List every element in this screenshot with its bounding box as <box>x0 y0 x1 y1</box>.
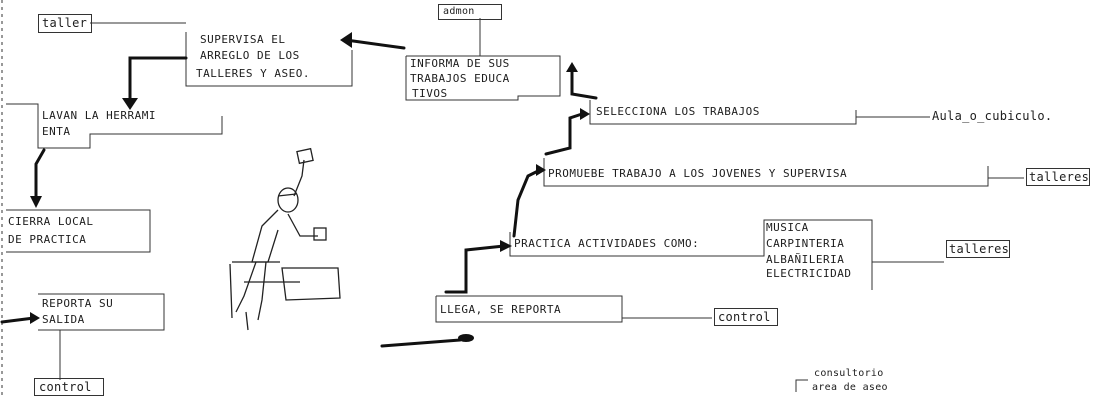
lavan-line-2: ENTA <box>42 125 71 138</box>
informa-line-3: TIVOS <box>412 87 448 100</box>
arrowhead-practica <box>500 240 512 252</box>
control-tag-2-label: control <box>39 380 92 394</box>
arrowhead-reporta <box>30 312 40 324</box>
arrow-promueve-selecciona <box>544 112 584 156</box>
taller-tag: taller <box>38 14 92 33</box>
promueve-label: PROMUEBE TRABAJO A LOS JOVENES Y SUPERVI… <box>548 167 848 180</box>
arrowhead-cierra <box>30 196 42 208</box>
practica-label: PRACTICA ACTIVIDADES COMO: <box>514 237 700 250</box>
lavan-box-outline <box>6 103 223 149</box>
arrow-llega-practica <box>444 244 506 294</box>
llega-box-outline <box>435 295 623 323</box>
admon-tag: admon <box>438 4 502 20</box>
area-aseo-label: area de aseo <box>812 382 888 393</box>
consultorio-label: consultorio <box>814 368 884 379</box>
talleres-tag-2-label: talleres <box>949 242 1010 256</box>
arrow-informa-supervisa <box>344 38 406 50</box>
reporta-line-2: SALIDA <box>42 313 85 326</box>
cierra-line-1: CIERRA LOCAL <box>8 215 94 228</box>
llega-label: LLEGA, SE REPORTA <box>440 303 562 316</box>
admon-tag-label: admon <box>443 6 475 17</box>
taller-tag-label: taller <box>42 16 88 30</box>
arrow-into-reporta <box>0 316 36 324</box>
activity-musica: MUSICA <box>766 221 809 234</box>
arrowhead-informa <box>566 62 578 72</box>
informa-line-2: TRABAJOS EDUCA <box>410 72 510 85</box>
supervisa-line-1: SUPERVISA EL <box>200 33 286 46</box>
arrow-practica-promueve <box>512 168 542 238</box>
practica-box-outline <box>509 219 873 290</box>
arrow-selecciona-informa <box>570 68 598 100</box>
informa-line-1: INFORMA DE SUS <box>410 57 510 70</box>
cierra-box-outline <box>6 209 151 253</box>
supervisa-line-3: TALLERES Y ASEO. <box>196 67 310 80</box>
control-tag-1: control <box>714 308 778 326</box>
activity-electricidad: ELECTRICIDAD <box>766 267 852 280</box>
lavan-line-1: LAVAN LA HERRAMI <box>42 109 156 122</box>
supervisa-line-2: ARREGLO DE LOS <box>200 49 300 62</box>
control-tag-1-label: control <box>718 310 771 324</box>
promueve-box-outline <box>543 158 989 187</box>
activity-carpinteria: CARPINTERIA <box>766 237 845 250</box>
reporta-box-outline <box>38 293 165 331</box>
arrowhead-supervisa <box>340 32 352 48</box>
talleres-tag-1-label: talleres <box>1029 170 1090 184</box>
cierra-line-2: DE PRACTICA <box>8 233 87 246</box>
selecciona-label: SELECCIONA LOS TRABAJOS <box>596 105 760 118</box>
arrowhead-lavan <box>122 98 138 110</box>
arrowhead-promueve <box>536 164 546 176</box>
arrow-supervisa-lavan <box>128 56 188 102</box>
control-tag-2: control <box>34 378 104 396</box>
arrowhead-selecciona <box>580 108 590 120</box>
arrow-into-llega <box>380 338 462 348</box>
reporta-line-1: REPORTA SU <box>42 297 114 310</box>
talleres-tag-1: talleres <box>1026 168 1090 186</box>
activity-albanileria: ALBAÑILERIA <box>766 253 845 266</box>
arrow-lavan-cierra <box>34 148 46 202</box>
consultorio-bracket <box>795 379 808 392</box>
informa-box-outline <box>405 55 561 101</box>
worker-illustration <box>229 147 341 331</box>
shoe-mark <box>458 334 474 342</box>
aula-tag-label: Aula_o_cubiculo. <box>932 109 1053 123</box>
talleres-tag-2: talleres <box>946 240 1010 258</box>
